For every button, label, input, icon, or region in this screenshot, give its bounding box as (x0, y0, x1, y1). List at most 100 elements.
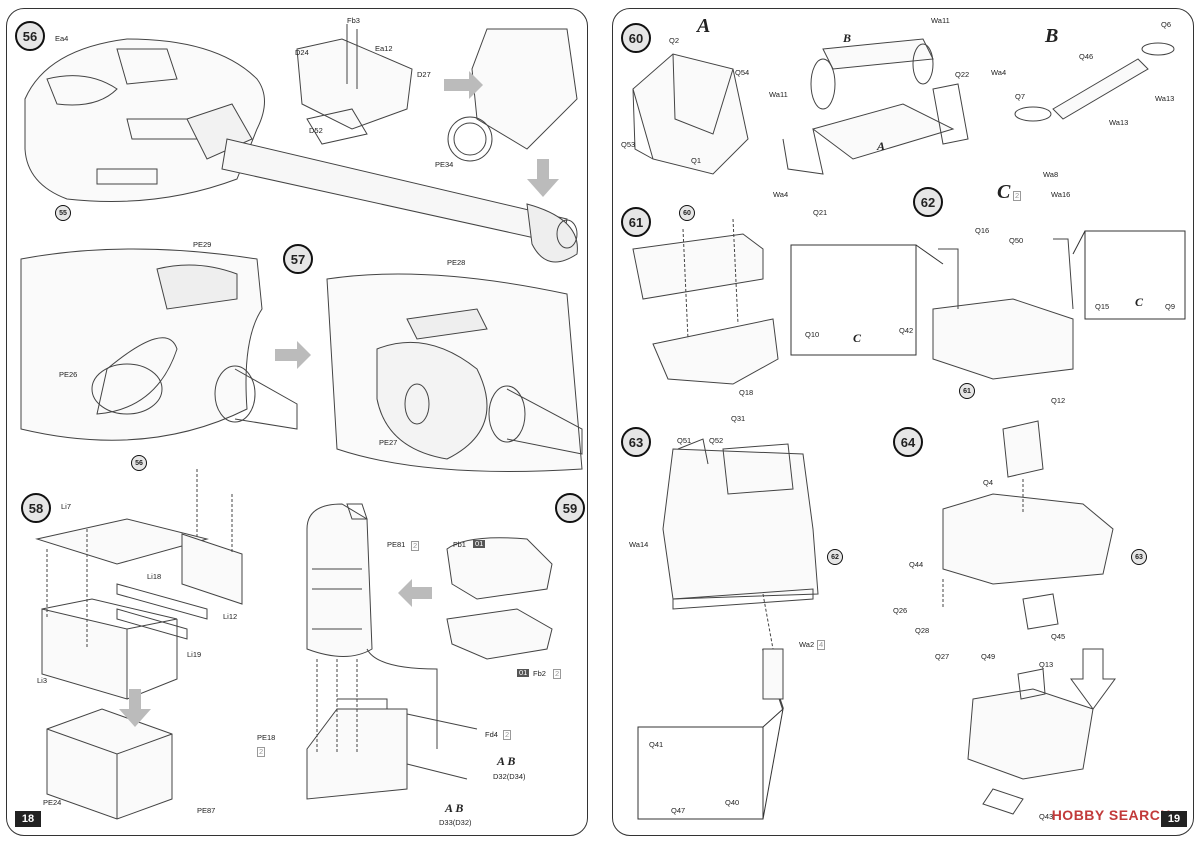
part-label: Wa13 (1109, 118, 1129, 127)
part-label: Q31 (731, 414, 746, 423)
part-label: Q53 (621, 140, 636, 149)
part-label: PE24 (43, 798, 62, 807)
quantity-mark: 2 (257, 747, 266, 757)
part-label: Q44 (909, 560, 924, 569)
variant-marker: B (843, 31, 852, 45)
part-label: D24 (295, 48, 309, 57)
part-label: Q52 (709, 436, 724, 445)
step-56-badge: 56 (15, 21, 45, 51)
part-label: Fd4 (485, 730, 498, 739)
step-58-badge: 58 (21, 493, 51, 523)
part-label: Q46 (1079, 52, 1094, 61)
reference-step-badge: 55 (55, 205, 71, 221)
reference-step-badge: 56 (131, 455, 147, 471)
part-label: Q1 (691, 156, 702, 165)
step-59-badge: 59 (555, 493, 585, 523)
step-64-badge: 64 (893, 427, 923, 457)
part-label: PE28 (447, 258, 466, 267)
part-label: Q40 (725, 798, 740, 807)
part-label: PE34 (435, 160, 454, 169)
part-label: Q6 (1161, 20, 1172, 29)
reference-step-badge: 63 (1131, 549, 1147, 565)
part-label: Q28 (915, 626, 930, 635)
page-number: 18 (15, 811, 41, 827)
quantity-mark: 2 (553, 669, 562, 679)
part-label: Wa16 (1051, 190, 1071, 199)
part-label: Q16 (975, 226, 990, 235)
step-60-badge: 60 (621, 23, 651, 53)
part-label: Li12 (223, 612, 238, 621)
part-label: Q9 (1165, 302, 1176, 311)
part-label: Q4 (983, 478, 994, 487)
variant-marker: A (697, 15, 711, 37)
page-number: 19 (1161, 811, 1187, 827)
part-label: PE81 (387, 540, 406, 549)
right-page-line-art (632, 38, 1186, 820)
variant-marker: A (877, 139, 886, 153)
reference-step-badge: 61 (959, 383, 975, 399)
part-label: Q42 (899, 326, 914, 335)
part-label: Ea4 (55, 34, 69, 43)
left-page-line-art (20, 24, 583, 820)
part-label: Q10 (805, 330, 820, 339)
step-61-badge: 61 (621, 207, 651, 237)
part-label: Q13 (1039, 660, 1054, 669)
part-label: Q43 (1039, 812, 1054, 821)
variant-marker: C (997, 181, 1011, 203)
part-label: Fb1 (453, 540, 466, 549)
quantity-mark: 4 (817, 640, 826, 650)
part-label: Wa8 (1043, 170, 1059, 179)
part-label: Q2 (669, 36, 680, 45)
quantity-mark: 2 (411, 541, 420, 551)
step-62-badge: 62 (913, 187, 943, 217)
sprue-code: 01 (473, 539, 486, 548)
part-label: Li7 (61, 502, 72, 511)
part-label: Li3 (37, 676, 48, 685)
part-label: Wa2 (799, 640, 815, 649)
part-label: Q45 (1051, 632, 1066, 641)
step-63-badge: 63 (621, 427, 651, 457)
part-label: Q50 (1009, 236, 1024, 245)
part-label: Q22 (955, 70, 970, 79)
part-label: Wa4 (773, 190, 789, 199)
part-label: Q26 (893, 606, 908, 615)
part-label: Q41 (649, 740, 664, 749)
reference-step-badge: 62 (827, 549, 843, 565)
variant-marker: A B (497, 754, 516, 768)
part-label: Fb2 (533, 669, 546, 678)
part-label: PE29 (193, 240, 212, 249)
part-label: D32(D34) (493, 772, 526, 781)
variant-marker: C (853, 331, 862, 345)
part-label: PE27 (379, 438, 398, 447)
part-label: Ea12 (375, 44, 393, 53)
reference-step-badge: 60 (679, 205, 695, 221)
part-label: Wa13 (1155, 94, 1175, 103)
part-label: PE87 (197, 806, 216, 815)
step-57-badge: 57 (283, 244, 313, 274)
part-label: Li19 (187, 650, 202, 659)
part-label: PE26 (59, 370, 78, 379)
part-label: Q49 (981, 652, 996, 661)
part-label: Fb3 (347, 16, 360, 25)
part-label: Wa11 (769, 90, 788, 99)
sprue-code: 01 (517, 668, 530, 677)
variant-marker: A B (445, 801, 464, 815)
part-label: D27 (417, 70, 431, 79)
part-label: D33(D32) (439, 818, 472, 827)
part-label: D52 (309, 126, 323, 135)
part-label: Q12 (1051, 396, 1066, 405)
part-label: Q15 (1095, 302, 1110, 311)
part-label: Wa14 (629, 540, 649, 549)
part-label: Q18 (739, 388, 754, 397)
part-label: Li18 (147, 572, 162, 581)
part-label: Q47 (671, 806, 686, 815)
part-label: Wa11 (931, 16, 950, 25)
part-label: Q27 (935, 652, 950, 661)
quantity-mark: 2 (1013, 191, 1022, 201)
variant-marker: B (1045, 25, 1059, 47)
part-label: PE18 (257, 733, 276, 742)
part-label: Q51 (677, 436, 692, 445)
part-label: Q7 (1015, 92, 1026, 101)
quantity-mark: 2 (503, 730, 512, 740)
part-label: Q21 (813, 208, 828, 217)
